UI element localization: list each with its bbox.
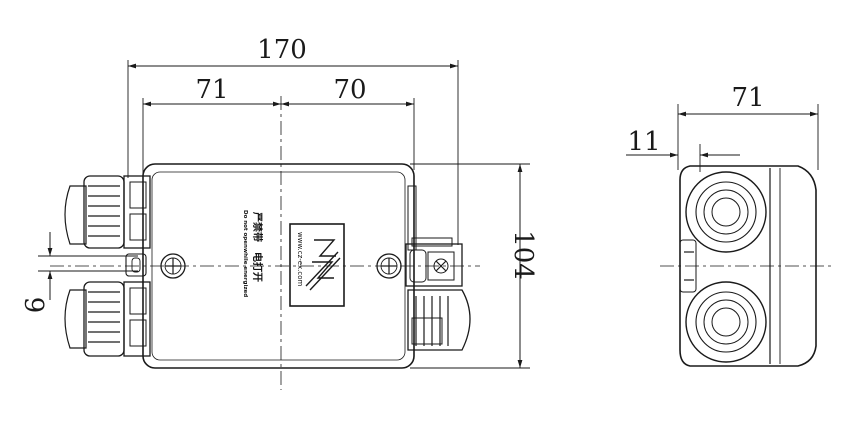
nameplate-url: www.cz-ex.com [296, 232, 304, 286]
screw-left [160, 253, 186, 279]
dim-height: 104 [508, 230, 538, 280]
nameplate [289, 223, 345, 307]
warning-en-line1: Do not open [242, 210, 248, 248]
dim-gland-offset: 6 [21, 297, 51, 314]
dimension-lines [38, 63, 523, 368]
dim-right-half: 70 [333, 75, 366, 105]
warning-en-line2: while energized [242, 248, 248, 297]
dim-overall-length: 170 [257, 35, 307, 65]
front-view [38, 60, 530, 390]
extension-lines [127, 60, 530, 369]
dim-side-offset: 11 [627, 127, 660, 157]
screw-right [376, 253, 402, 279]
warning-cn-line1: 严禁带 [251, 211, 264, 242]
dim-left-half: 71 [195, 75, 228, 105]
mounting-tab-left [125, 253, 147, 277]
brand-logo-icon [305, 239, 341, 291]
side-view [626, 104, 832, 367]
side-gland-bottom [685, 281, 767, 363]
side-gland-top [685, 171, 767, 253]
center-lines [50, 96, 480, 390]
enclosure-body [142, 163, 415, 369]
warning-cn-line2: 电打开 [251, 252, 264, 282]
right-fittings [405, 185, 471, 351]
cable-gland-bottom-left [64, 281, 151, 357]
side-body [679, 165, 817, 367]
cable-gland-top-left [64, 175, 151, 249]
dim-side-width: 71 [731, 83, 764, 113]
warning-label: 严禁带 Do not open while energized 电打开 [242, 210, 264, 297]
